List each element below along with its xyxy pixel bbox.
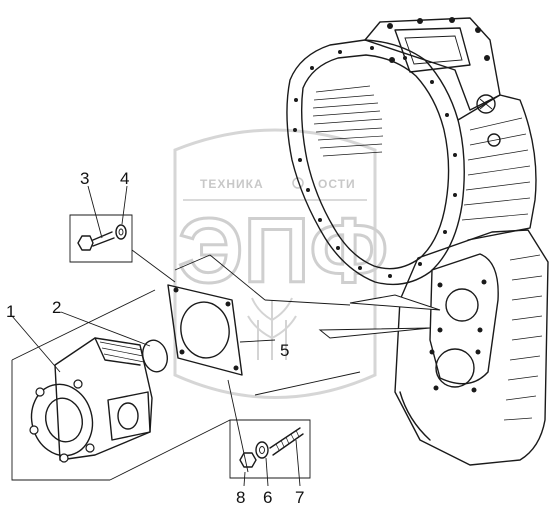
stud-assembly-parts-6-7-8 xyxy=(229,419,311,479)
o-ring-part-2 xyxy=(141,339,169,373)
gear-icon xyxy=(292,177,304,189)
watermark-text-right: ОСТИ xyxy=(318,177,356,191)
callout-1: 1 xyxy=(6,302,15,321)
callout-3: 3 xyxy=(80,169,89,188)
leader-wedge-upper xyxy=(349,294,441,311)
wheat-emblem-icon xyxy=(247,297,297,360)
callout-8: 8 xyxy=(236,488,245,507)
gasket-part-5 xyxy=(167,284,243,376)
callout-6: 6 xyxy=(263,488,272,507)
watermark-text-left: ТЕХНИКА xyxy=(200,177,264,191)
bolt-assembly-parts-3-4 xyxy=(69,214,133,263)
callout-5: 5 xyxy=(280,341,289,360)
watermark: ТЕХНИКА ОСТИ ЭПФ xyxy=(173,128,390,399)
leader-wedge-lower xyxy=(318,327,431,339)
gearbox-housing xyxy=(286,17,549,466)
callout-7: 7 xyxy=(295,488,304,507)
watermark-logo: ЭПФ xyxy=(178,200,388,302)
callout-2: 2 xyxy=(52,298,61,317)
leader-lines xyxy=(11,185,361,487)
callout-labels: 1 2 3 4 5 6 7 8 xyxy=(6,169,304,507)
callout-4: 4 xyxy=(120,169,129,188)
pump-part-1 xyxy=(11,289,156,481)
